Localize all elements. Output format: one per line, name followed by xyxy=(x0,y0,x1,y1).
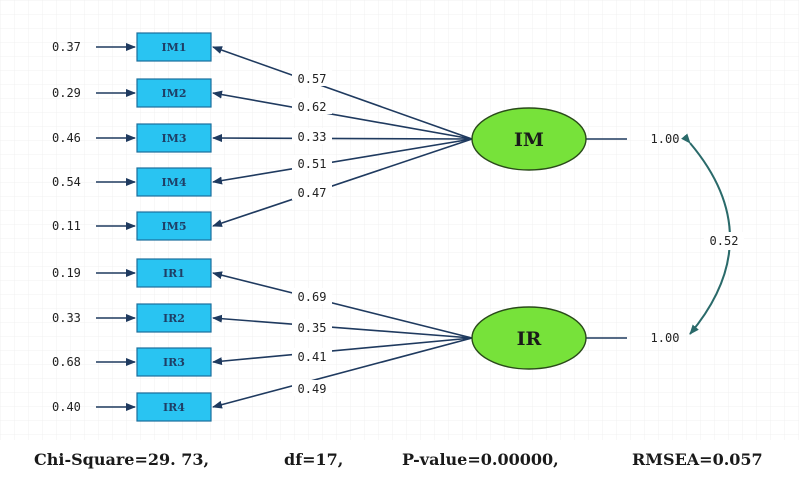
variance-label-ir: 1.00 xyxy=(651,331,680,345)
loading-label-bg-im4 xyxy=(292,155,332,171)
correlation-label-bg xyxy=(704,232,744,250)
loading-label-bg-im5 xyxy=(292,184,332,200)
loading-path-im2 xyxy=(212,90,473,140)
chi-square-stat: Chi-Square=29. 73, xyxy=(34,450,210,469)
loading-path-im3 xyxy=(212,134,473,143)
loading-label-bg-ir3 xyxy=(292,348,332,364)
loading-label-bg-ir1 xyxy=(292,288,332,304)
indicator-box-im2 xyxy=(136,78,212,108)
indicator-box-im1 xyxy=(136,32,212,62)
loading-path-ir3 xyxy=(212,337,473,366)
loading-label-bg-ir4 xyxy=(292,380,332,396)
indicator-label-im1: IM1 xyxy=(162,41,187,54)
p-value-stat: P-value=0.00000, xyxy=(402,450,559,469)
variance-label-im: 1.00 xyxy=(651,132,680,146)
loading-label-bg-im1 xyxy=(292,70,332,86)
latent-label-im: IM xyxy=(514,129,544,151)
indicator-label-ir2: IR2 xyxy=(163,312,185,325)
loading-path-ir4 xyxy=(212,337,473,409)
indicator-box-im3 xyxy=(136,123,212,153)
loading-label-im4: 0.51 xyxy=(298,157,327,171)
error-label-im1: 0.37 xyxy=(52,40,81,54)
loading-path-im4 xyxy=(212,138,473,185)
loading-label-im3: 0.33 xyxy=(298,130,327,144)
error-label-im2: 0.29 xyxy=(52,86,81,100)
background-grid xyxy=(0,0,799,440)
indicator-label-im4: IM4 xyxy=(162,176,187,189)
indicator-box-ir1 xyxy=(136,258,212,288)
error-label-im3: 0.46 xyxy=(52,131,81,145)
loading-label-im1: 0.57 xyxy=(298,72,327,86)
error-label-ir4: 0.40 xyxy=(52,400,81,414)
loading-path-im5 xyxy=(212,138,473,227)
loading-label-ir1: 0.69 xyxy=(298,290,327,304)
loading-label-ir4: 0.49 xyxy=(298,382,327,396)
rmsea-stat: RMSEA=0.057 xyxy=(632,450,763,469)
indicator-box-im4 xyxy=(136,167,212,197)
loading-label-bg-im3 xyxy=(292,128,332,144)
latent-im xyxy=(471,107,587,171)
error-label-im4: 0.54 xyxy=(52,175,81,189)
loading-label-ir3: 0.41 xyxy=(298,350,327,364)
indicator-label-im5: IM5 xyxy=(162,220,187,233)
loading-label-im2: 0.62 xyxy=(298,100,327,114)
error-label-ir1: 0.19 xyxy=(52,266,81,280)
indicator-box-im5 xyxy=(136,211,212,241)
loading-path-ir2 xyxy=(212,314,473,339)
correlation-label: 0.52 xyxy=(710,234,739,248)
latent-label-ir: IR xyxy=(517,328,542,350)
error-label-im5: 0.11 xyxy=(52,219,81,233)
loading-path-im1 xyxy=(212,46,473,140)
fit-statistics: Chi-Square=29. 73, df=17, P-value=0.0000… xyxy=(34,450,784,474)
df-stat: df=17, xyxy=(284,450,344,469)
latent-ir xyxy=(471,306,587,370)
loading-path-ir1 xyxy=(212,271,473,339)
error-label-ir3: 0.68 xyxy=(52,355,81,369)
loading-label-ir2: 0.35 xyxy=(298,321,327,335)
indicator-label-ir1: IR1 xyxy=(163,267,185,280)
indicator-label-im2: IM2 xyxy=(162,87,187,100)
loading-label-bg-im2 xyxy=(292,98,332,114)
error-label-ir2: 0.33 xyxy=(52,311,81,325)
indicator-box-ir3 xyxy=(136,347,212,377)
indicator-label-ir3: IR3 xyxy=(163,356,185,369)
indicator-label-im3: IM3 xyxy=(162,132,187,145)
indicator-label-ir4: IR4 xyxy=(163,401,185,414)
indicator-box-ir4 xyxy=(136,392,212,422)
indicator-box-ir2 xyxy=(136,303,212,333)
loading-label-bg-ir2 xyxy=(292,319,332,335)
loading-label-im5: 0.47 xyxy=(298,186,327,200)
